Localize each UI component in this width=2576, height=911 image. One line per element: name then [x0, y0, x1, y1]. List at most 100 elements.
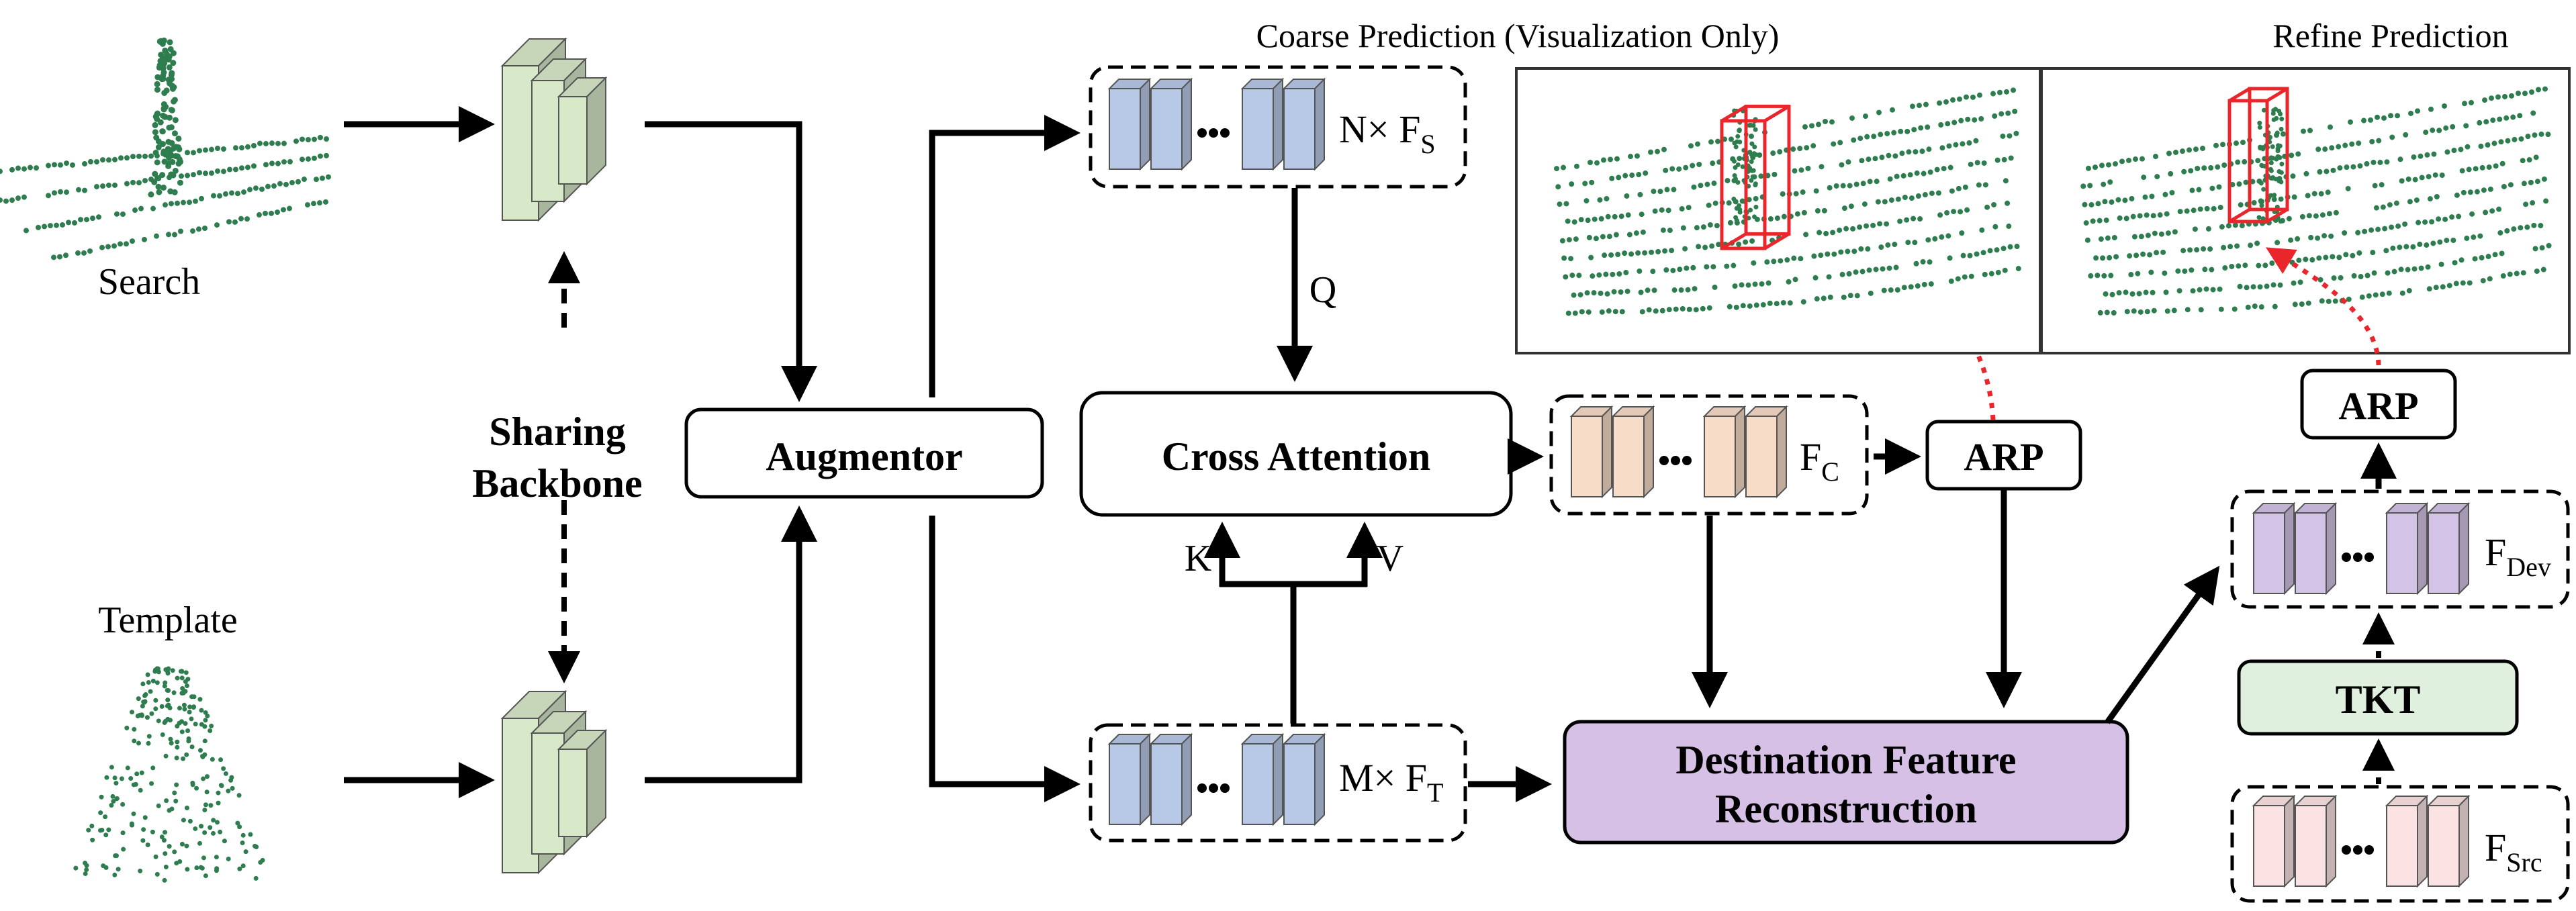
point	[289, 180, 295, 186]
point	[1557, 201, 1563, 207]
point	[2217, 205, 2223, 211]
point	[150, 205, 156, 211]
point	[113, 853, 119, 859]
point	[112, 775, 118, 781]
point	[1913, 260, 1919, 267]
point	[2275, 148, 2281, 154]
point	[172, 167, 179, 174]
point	[2177, 209, 2183, 215]
point	[2281, 131, 2286, 137]
point	[112, 156, 118, 162]
point	[2530, 110, 2536, 116]
point	[1639, 309, 1645, 315]
point	[2105, 235, 2111, 241]
point	[2419, 175, 2425, 181]
point	[1915, 283, 1921, 289]
backbone-bottom-to-augmentor-arrow	[645, 506, 817, 783]
point	[145, 843, 150, 848]
point	[2252, 303, 2258, 309]
point	[253, 875, 259, 881]
point	[287, 205, 292, 211]
point	[2452, 260, 2458, 266]
point	[165, 698, 171, 703]
point	[1767, 300, 1773, 306]
point	[202, 808, 208, 813]
point	[194, 785, 199, 791]
ellipsis-dot	[1220, 783, 1230, 793]
point	[2164, 211, 2170, 217]
point	[2460, 189, 2467, 195]
point	[1753, 195, 1759, 201]
point	[2082, 201, 2088, 207]
backbone-block	[557, 76, 608, 186]
point	[1619, 309, 1625, 315]
point	[1623, 269, 1629, 275]
point	[1772, 171, 1778, 177]
point	[2426, 286, 2432, 292]
point	[2342, 230, 2348, 236]
point	[2194, 247, 2200, 253]
point	[1800, 189, 1806, 195]
point	[105, 244, 111, 250]
point	[1787, 300, 1793, 306]
point	[1829, 119, 1835, 125]
point	[2323, 254, 2329, 260]
ellipsis-dot	[2353, 845, 2362, 855]
point	[2451, 148, 2457, 154]
point	[2350, 164, 2356, 170]
point	[1878, 132, 1884, 138]
point	[2408, 110, 2413, 116]
point	[1821, 295, 1827, 301]
point	[1907, 172, 1913, 178]
point	[1935, 190, 1941, 196]
point	[1712, 284, 1718, 290]
tkt-box	[2237, 659, 2519, 736]
point	[159, 704, 165, 709]
point	[2520, 270, 2526, 276]
point	[2391, 269, 2397, 275]
point	[1831, 251, 1837, 257]
point	[21, 194, 27, 200]
feature-prism	[1282, 77, 1326, 171]
point	[152, 149, 159, 156]
point	[36, 224, 41, 230]
point	[305, 202, 310, 208]
point	[169, 201, 174, 207]
point	[2260, 145, 2265, 150]
point	[199, 708, 204, 713]
point	[46, 162, 51, 169]
point	[2008, 155, 2014, 161]
point	[227, 166, 232, 173]
point	[1968, 161, 1974, 167]
feature-prism	[1282, 732, 1326, 826]
ellipsis-dot	[2342, 553, 2351, 562]
point	[2372, 183, 2378, 189]
point	[2489, 95, 2494, 101]
point	[216, 800, 221, 806]
point	[2095, 201, 2101, 207]
point	[171, 98, 177, 105]
point	[199, 865, 205, 871]
point	[2277, 143, 2283, 148]
point	[2502, 93, 2508, 99]
point	[1665, 207, 1671, 213]
point	[174, 782, 179, 787]
point	[238, 215, 244, 222]
point	[58, 189, 63, 195]
point	[1843, 226, 1849, 232]
point	[202, 226, 208, 232]
point	[2437, 239, 2443, 245]
point	[142, 178, 148, 184]
point	[183, 689, 188, 694]
prism-front	[558, 96, 588, 185]
point	[2395, 113, 2400, 119]
point	[2398, 267, 2404, 273]
point	[168, 107, 175, 113]
point	[2000, 246, 2007, 252]
dfr-label-line2: Reconstruction	[1715, 787, 1977, 831]
feature-prism	[1149, 77, 1193, 171]
point	[42, 224, 47, 230]
point	[218, 783, 224, 788]
prism-front	[1571, 416, 1603, 497]
point	[281, 207, 286, 213]
